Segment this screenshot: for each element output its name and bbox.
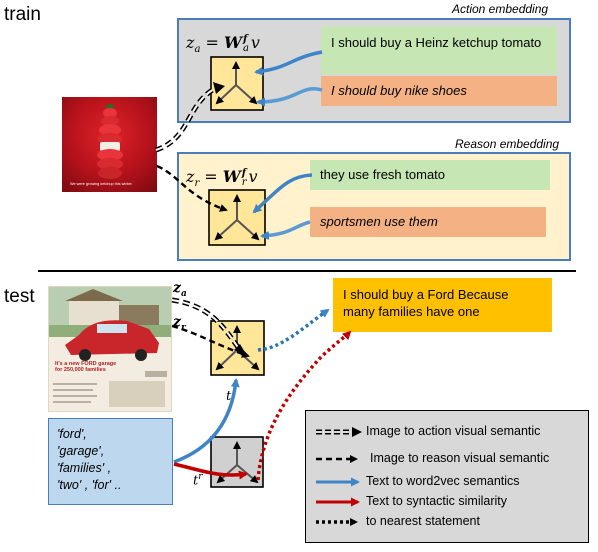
legend-label-action: Image to action visual semantic <box>366 424 541 438</box>
ford-car-illustration <box>49 287 171 407</box>
word-token: 'ford', <box>57 427 87 441</box>
text-to-nearest-statement-arrow <box>256 330 352 481</box>
reason-statement-negative-text: sportsmen use them <box>320 214 438 229</box>
tr-base: t <box>193 473 199 489</box>
reason-formula-lhs-sub: r <box>194 178 200 190</box>
action-statement-neg-arrow <box>256 87 323 107</box>
test-zr-base: z <box>173 314 181 330</box>
legend-label-word2vec: Text to word2vec semantics <box>366 474 520 488</box>
reason-statement-positive-text: they use fresh tomato <box>320 167 446 182</box>
ketchup-tomato-tower <box>97 104 123 179</box>
word-token: 'families' , <box>57 461 112 475</box>
action-formula-lhs: z <box>186 33 195 52</box>
reason-embedding-space <box>208 189 266 246</box>
action-formula-w: W <box>223 33 242 52</box>
result-statement-text: I should buy a Ford Because many familie… <box>343 287 509 319</box>
image-to-reason-arrow <box>156 164 228 212</box>
legend-label-syntactic: Text to syntactic similarity <box>366 494 508 508</box>
legend-sample-double-dashed <box>316 427 362 437</box>
reason-formula-w-sup: f <box>241 167 247 179</box>
test-zr-label: zr <box>173 314 186 333</box>
reason-formula-eq: = <box>199 167 223 186</box>
t-label: t <box>226 389 232 404</box>
text-to-word2vec-arrow <box>173 378 240 464</box>
reason-statement-pos-arrow <box>252 173 313 214</box>
test-za-base: z <box>173 280 181 296</box>
train-label: train <box>4 4 41 25</box>
action-statement-negative-text: I should buy nike shoes <box>331 83 467 98</box>
action-formula-w-sub: a <box>242 42 249 54</box>
legend-label-nearest: to nearest statement <box>366 514 480 528</box>
test-za-sub: a <box>180 288 187 299</box>
action-statement-positive-text: I should buy a Heinz ketchup tomato <box>331 35 542 50</box>
text-to-syntactic-arrow <box>173 462 248 480</box>
test-zr-sub: r <box>180 322 186 333</box>
result-statement: I should buy a Ford Because many familie… <box>333 278 552 332</box>
heinz-ad-image: We were growing ketchup this winter. <box>62 97 157 192</box>
test-za-label: za <box>173 280 187 299</box>
action-statement-positive: I should buy a Heinz ketchup tomato <box>321 26 557 74</box>
test-text-embedding-space <box>210 436 264 488</box>
word-token: 'two' , 'for' .. <box>57 478 122 492</box>
reason-formula-v: v <box>248 167 258 186</box>
action-formula-v: v <box>250 33 260 52</box>
tr-label: tr <box>193 472 203 488</box>
reason-statement-neg-arrow <box>260 220 311 241</box>
action-statement-negative: I should buy nike shoes <box>321 76 557 106</box>
test-image-to-reason-arrow <box>171 324 250 358</box>
heinz-ad-caption: We were growing ketchup this winter. <box>70 182 133 186</box>
word-tokens-box: 'ford', 'garage', 'families' , 'two' , '… <box>48 418 173 505</box>
image-to-action-arrow <box>155 82 225 153</box>
reason-statement-negative: sportsmen use them <box>310 207 546 237</box>
reason-statement-positive: they use fresh tomato <box>310 160 550 190</box>
reason-formula-lhs: z <box>186 167 195 186</box>
legend-label-reason: Image to reason visual semantic <box>370 451 550 465</box>
action-embedding-title: Action embedding <box>452 2 549 16</box>
reason-formula-w-sub: r <box>241 176 247 188</box>
action-formula-w-sup: f <box>242 33 248 45</box>
ford-ad-headline: It's a new FORD garage for 250,000 famil… <box>55 361 117 373</box>
reason-formula-w: W <box>222 167 241 186</box>
train-test-separator <box>38 270 576 272</box>
test-label: test <box>4 286 35 307</box>
reason-embedding-title: Reason embedding <box>455 137 560 151</box>
word-token: 'garage', <box>57 444 105 458</box>
visual-to-nearest-statement-arrow <box>257 308 330 352</box>
action-statement-pos-arrow <box>254 50 323 76</box>
action-embedding-space <box>210 56 264 111</box>
action-formula-eq: = <box>200 33 224 52</box>
ford-ad-image: It's a new FORD garage for 250,000 famil… <box>48 286 172 412</box>
action-formula-lhs-sub: a <box>194 44 201 56</box>
tr-sup: r <box>198 472 203 482</box>
